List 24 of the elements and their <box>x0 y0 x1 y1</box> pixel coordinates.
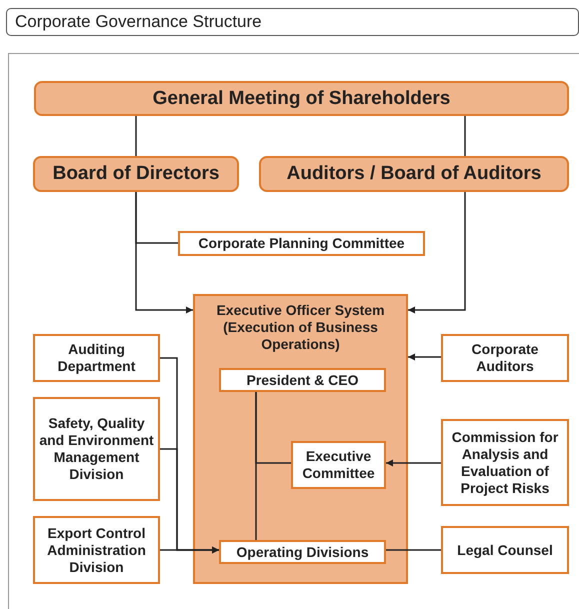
header-box: General Meeting of Shareholders <box>34 81 569 116</box>
connector-line <box>255 392 257 540</box>
connector-line <box>464 116 466 156</box>
arrow <box>408 192 466 314</box>
arrow <box>386 460 441 466</box>
arrow <box>408 354 441 360</box>
arrow <box>135 192 193 314</box>
auditor-box: Corporate Auditors <box>441 334 569 382</box>
division-box: Safety, Quality and Environment Management Division <box>33 397 160 501</box>
title: Corporate Governance Structure <box>6 8 579 36</box>
header-box: Auditors / Board of Auditors <box>259 156 569 192</box>
commission-box: Commission for Analysis and Evaluation of Project Risks <box>441 419 569 506</box>
division-box: Operating Divisions <box>219 540 386 564</box>
connector-line <box>135 116 137 156</box>
counsel-box: Legal Counsel <box>441 526 569 574</box>
department-box: Auditing Department <box>33 334 160 382</box>
role-box: President & CEO <box>219 368 386 392</box>
committee-box: Executive Committee <box>291 441 386 489</box>
group-box: Executive Officer System (Execution of Business Operations) President & CEO Executive Committee Operating Divisions <box>193 294 408 584</box>
arrow <box>160 546 219 554</box>
connector-line <box>386 549 441 551</box>
committee-box: Corporate Planning Committee <box>178 231 425 256</box>
header-box: Board of Directors <box>33 156 239 192</box>
division-box: Export Control Administration Division <box>33 516 160 584</box>
